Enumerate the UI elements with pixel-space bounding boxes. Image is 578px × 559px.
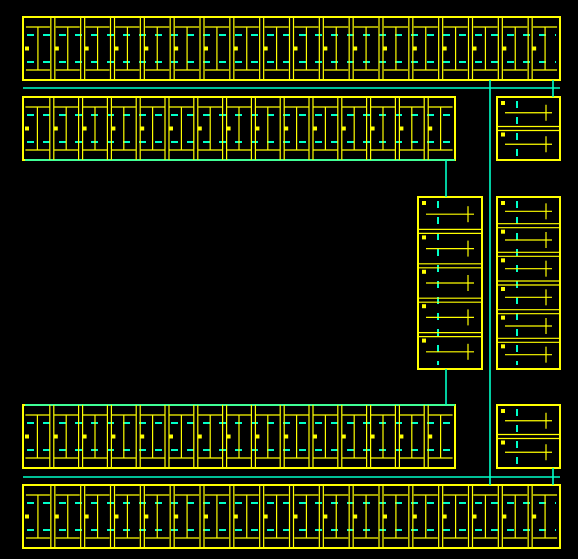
column-marker	[501, 132, 505, 137]
column-marker	[370, 434, 375, 439]
column-marker	[501, 287, 505, 291]
column-marker	[532, 514, 537, 519]
column-marker	[255, 434, 260, 439]
column-marker	[422, 269, 426, 274]
column-marker	[501, 409, 505, 413]
column-marker	[341, 434, 346, 439]
column-marker	[323, 46, 328, 51]
column-marker	[84, 514, 89, 519]
column-marker	[501, 315, 505, 320]
column-marker	[383, 514, 387, 519]
column-marker	[323, 514, 328, 519]
column-marker	[144, 46, 149, 51]
column-marker	[472, 514, 477, 519]
column-marker	[532, 46, 537, 51]
column-marker	[197, 434, 202, 439]
column-marker	[284, 434, 289, 439]
column-marker	[140, 126, 145, 131]
column-marker	[82, 434, 87, 439]
column-marker	[54, 514, 59, 519]
building-outline	[22, 16, 561, 549]
column-marker	[399, 434, 404, 439]
column-marker	[263, 514, 268, 519]
column-marker	[255, 126, 260, 131]
column-marker	[174, 46, 179, 51]
column-marker	[25, 434, 29, 439]
column-marker	[54, 46, 59, 51]
column-marker	[204, 514, 208, 519]
column-marker	[442, 514, 447, 519]
column-marker	[233, 514, 238, 519]
column-marker	[53, 126, 58, 131]
column-marker	[293, 46, 298, 51]
column-marker	[341, 126, 346, 131]
column-marker	[82, 126, 87, 131]
column-marker	[197, 126, 202, 131]
column-marker	[370, 126, 375, 131]
column-marker	[399, 126, 404, 131]
column-marker	[233, 46, 238, 51]
column-marker	[25, 46, 29, 51]
column-marker	[353, 46, 358, 51]
column-marker	[501, 229, 505, 234]
column-marker	[501, 440, 505, 445]
column-marker	[169, 126, 173, 131]
column-marker	[114, 46, 119, 51]
column-marker	[422, 338, 426, 343]
column-marker	[111, 434, 116, 439]
column-marker	[502, 514, 507, 519]
column-marker	[174, 514, 179, 519]
column-marker	[422, 235, 426, 240]
structural-columns	[25, 46, 537, 519]
column-marker	[428, 126, 433, 131]
column-marker	[111, 126, 116, 131]
column-marker	[53, 434, 58, 439]
column-marker	[422, 201, 426, 205]
column-marker	[25, 514, 29, 519]
corridor-lines	[23, 80, 560, 485]
column-marker	[313, 434, 317, 439]
column-marker	[428, 434, 433, 439]
column-marker	[169, 434, 173, 439]
column-marker	[383, 46, 387, 51]
column-marker	[263, 46, 268, 51]
column-marker	[293, 514, 298, 519]
centerline-dashes	[27, 34, 556, 531]
column-marker	[313, 126, 317, 131]
column-marker	[422, 304, 426, 309]
column-marker	[204, 46, 208, 51]
column-marker	[353, 514, 358, 519]
column-marker	[84, 46, 89, 51]
column-marker	[226, 434, 231, 439]
column-marker	[140, 434, 145, 439]
column-marker	[501, 344, 505, 349]
column-marker	[501, 201, 505, 205]
column-marker	[412, 514, 417, 519]
column-marker	[412, 46, 417, 51]
column-marker	[501, 101, 505, 105]
column-marker	[442, 46, 447, 51]
column-marker	[502, 46, 507, 51]
column-marker	[284, 126, 289, 131]
column-marker	[25, 126, 29, 131]
column-marker	[114, 514, 119, 519]
column-marker	[226, 126, 231, 131]
column-marker	[501, 258, 505, 263]
column-marker	[472, 46, 477, 51]
column-marker	[144, 514, 149, 519]
